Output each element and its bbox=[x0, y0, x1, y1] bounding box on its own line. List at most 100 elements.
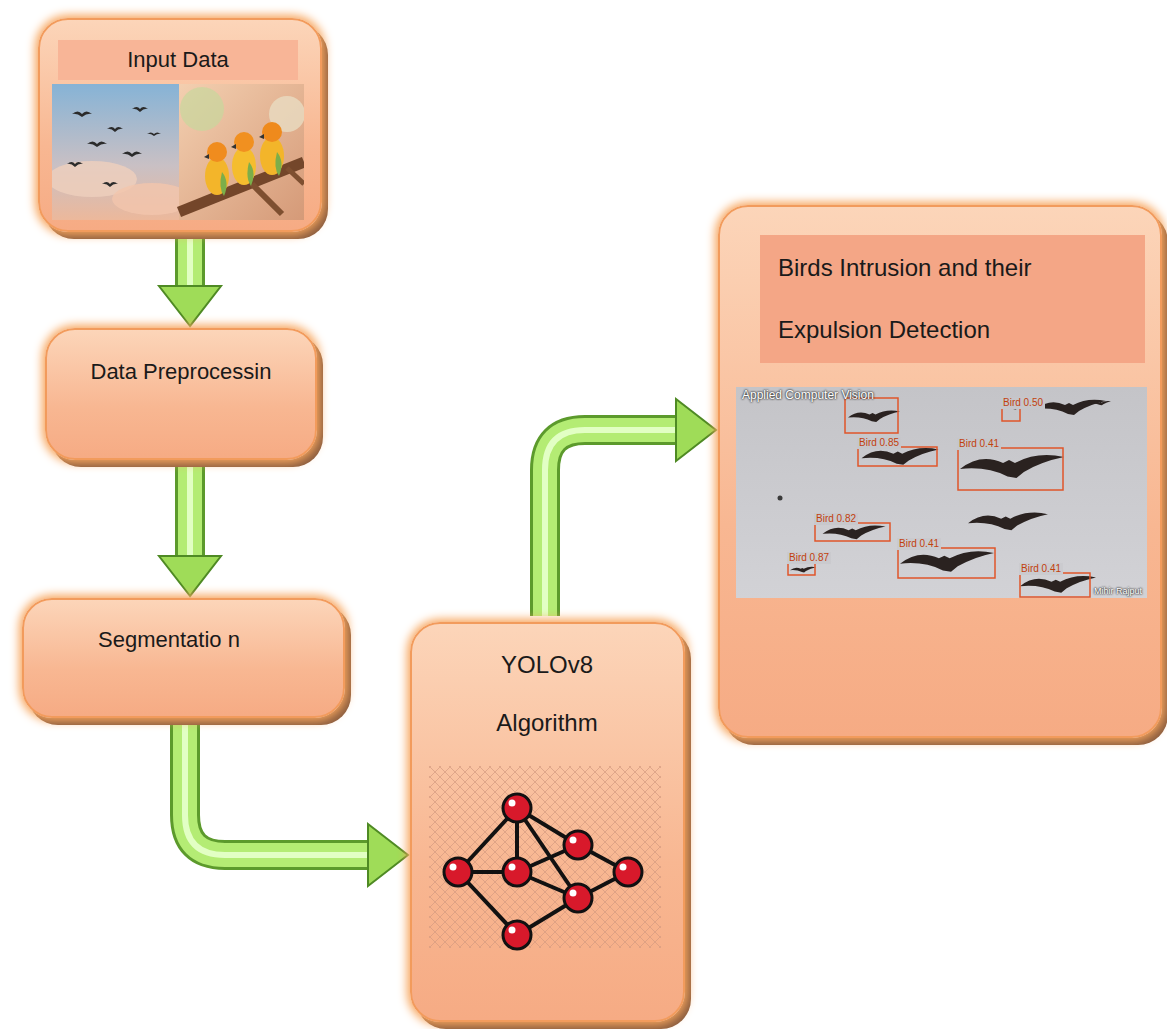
neural-network-icon-part bbox=[450, 800, 627, 934]
detection-photo-part-part bbox=[1091, 401, 1111, 405]
neural-network-icon-part-part bbox=[564, 884, 592, 912]
detection-photo-part-part bbox=[1020, 573, 1090, 597]
detection-label: Bird 0.41 bbox=[1019, 563, 1063, 575]
neural-network-icon-part-part bbox=[570, 890, 577, 897]
watermark: Mihir Rajput bbox=[1092, 586, 1144, 597]
detection-photo-part-part bbox=[900, 551, 994, 572]
arrow-head bbox=[159, 556, 221, 596]
input-photo-part-part bbox=[147, 133, 161, 137]
process-box: Data Preprocessin bbox=[45, 328, 317, 460]
neural-network-icon-part-part bbox=[503, 858, 531, 886]
detection-photo-part-part bbox=[815, 523, 890, 541]
input-photo-part-part bbox=[107, 127, 123, 132]
input-photo-part-part bbox=[234, 132, 254, 152]
detection-label: Bird 0.41 bbox=[897, 538, 941, 550]
neural-network-icon-part-part bbox=[509, 800, 516, 807]
detection-photo-part-part bbox=[845, 398, 898, 433]
detection-photo-part-part bbox=[968, 513, 1048, 531]
arrow-highlight bbox=[187, 464, 193, 558]
input-photo-part-part bbox=[259, 134, 264, 139]
neural-network-icon-part-part bbox=[509, 864, 516, 871]
arrow-shaft-outline bbox=[175, 236, 205, 288]
detection-photo-part-part bbox=[960, 455, 1064, 478]
detection-photo-part-part bbox=[778, 496, 783, 501]
flow-arrow bbox=[159, 236, 221, 326]
input-photo-part bbox=[180, 87, 224, 131]
detection-label: Bird 0.87 bbox=[787, 552, 831, 564]
input-photo-part bbox=[179, 84, 304, 220]
neural-network-icon-part-part bbox=[620, 864, 627, 871]
input-photo-part-part bbox=[262, 122, 282, 142]
arrow-head bbox=[676, 399, 716, 461]
input-photo-part bbox=[67, 107, 161, 187]
arrow-highlight bbox=[187, 236, 193, 288]
detection-label: Bird 0.82 bbox=[814, 513, 858, 525]
arrow-head bbox=[159, 286, 221, 326]
arrow-shaft-outline bbox=[545, 430, 678, 616]
input-photo-part-part bbox=[232, 147, 256, 185]
node-title: Birds Intrusion and their Expulsion Dete… bbox=[760, 235, 1145, 363]
input-photo-part-part bbox=[204, 154, 209, 159]
detection-photo-part-part bbox=[898, 548, 995, 578]
arrow-highlight bbox=[185, 722, 370, 855]
arrow-shaft-outline bbox=[175, 464, 205, 558]
input-photo-part-part bbox=[132, 107, 148, 112]
input-photo-part-part bbox=[231, 144, 236, 149]
detection-photo-part-part bbox=[823, 525, 886, 539]
input-photo-part-part bbox=[275, 152, 281, 176]
node-title: Segmentatio n bbox=[98, 620, 328, 660]
node-title: YOLOv8 Algorithm bbox=[462, 636, 632, 752]
neural-network-icon-part-part bbox=[564, 831, 592, 859]
arrow-head bbox=[368, 824, 408, 886]
detection-photo-part-part bbox=[1020, 576, 1096, 593]
arrow-highlight bbox=[545, 430, 678, 616]
neural-network-icon-part-part bbox=[444, 858, 472, 886]
neural-network-icon-part bbox=[458, 808, 628, 935]
arrow-shaft bbox=[545, 430, 678, 616]
watermark: Applied Computer Vision bbox=[740, 388, 876, 402]
input-photo-part-part bbox=[87, 142, 107, 148]
flow-arrow bbox=[545, 399, 716, 616]
neural-network-icon-part-part bbox=[503, 794, 531, 822]
arrow-shaft-outline bbox=[185, 722, 370, 855]
input-photo-part-part bbox=[207, 142, 227, 162]
detection-label: Bird 0.85 bbox=[857, 437, 901, 449]
detection-photo-part bbox=[736, 387, 1147, 598]
neural-network-icon-part-part bbox=[570, 837, 577, 844]
detection-photo bbox=[736, 387, 1147, 598]
neural-network-icon-part-part bbox=[450, 864, 457, 871]
detection-photo-part bbox=[788, 398, 1090, 597]
input-photo bbox=[52, 84, 304, 220]
flow-arrow bbox=[159, 464, 221, 596]
input-photo-part bbox=[287, 168, 304, 184]
flow-arrow bbox=[185, 722, 408, 886]
input-photo-part-part bbox=[67, 162, 83, 167]
input-photo-part bbox=[204, 122, 284, 196]
arrow-shaft bbox=[178, 464, 202, 558]
input-photo-part-part bbox=[72, 112, 92, 118]
neural-network-icon-part-part bbox=[614, 858, 642, 886]
arrow-shaft bbox=[185, 722, 370, 855]
neural-network-icon-part-part bbox=[509, 927, 516, 934]
process-box: Segmentatio n bbox=[22, 598, 345, 718]
detection-photo-part-part bbox=[790, 567, 816, 573]
arrow-shaft bbox=[178, 236, 202, 288]
detection-photo-part-part bbox=[958, 448, 1063, 490]
detection-photo-part-part bbox=[862, 448, 939, 465]
node-title: Data Preprocessin bbox=[81, 352, 281, 392]
input-photo-part-part bbox=[205, 157, 229, 195]
detection-photo-part-part bbox=[848, 411, 900, 422]
detection-photo-part-part bbox=[858, 447, 937, 466]
neural-network-icon bbox=[425, 762, 665, 952]
neural-network-icon-part-part bbox=[503, 921, 531, 949]
detection-label: Bird 0.41 bbox=[957, 438, 1001, 450]
input-photo-part-part bbox=[122, 152, 142, 158]
neural-network-icon-part bbox=[429, 766, 661, 948]
input-photo-part-part bbox=[260, 137, 284, 175]
input-photo-part-part bbox=[102, 182, 118, 187]
detection-photo-part bbox=[778, 400, 1112, 593]
detection-label: Bird 0.50 bbox=[1001, 397, 1045, 409]
neural-network-icon-part bbox=[444, 794, 642, 949]
input-photo-part-part bbox=[220, 172, 226, 196]
input-photo-part-part bbox=[247, 162, 253, 186]
